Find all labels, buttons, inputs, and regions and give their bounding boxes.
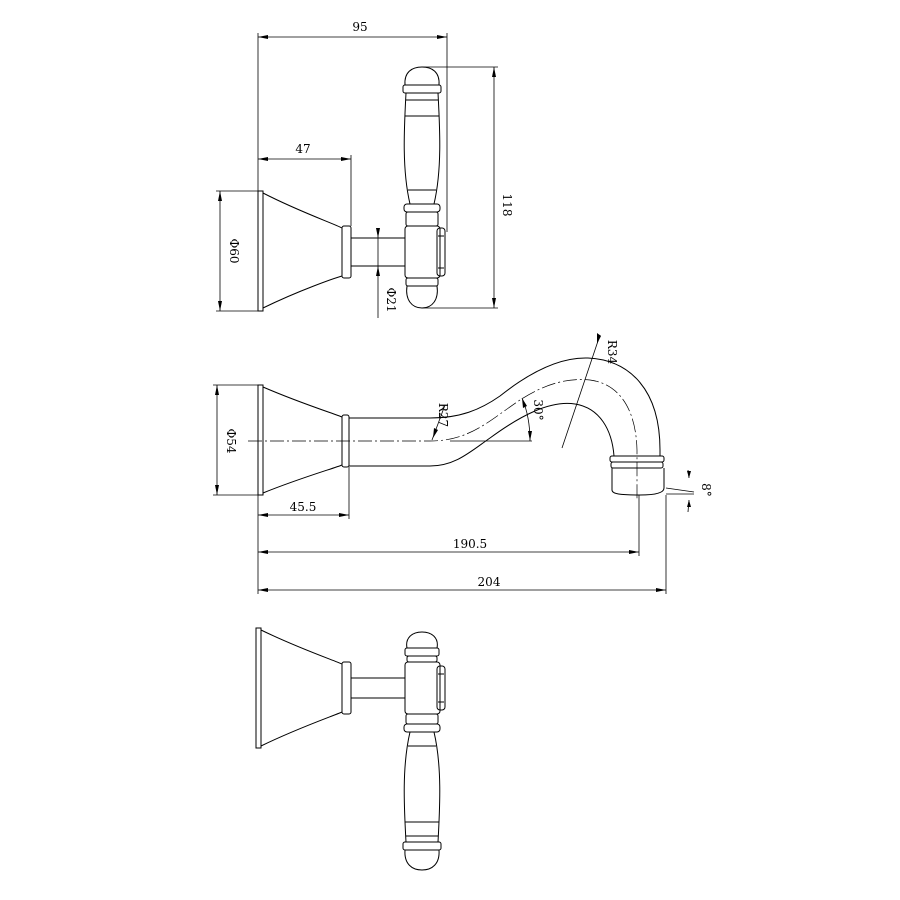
side-dim-radius-outer: R34 [561,333,619,449]
side-dim-reach: 190.5 [258,495,640,556]
side-wall-flange [257,384,350,496]
side-dim-flange-label: 45.5 [290,500,317,514]
top-valve-body [404,225,446,279]
side-view: R34 R27 30° 8° [213,333,713,594]
top-dim-width-label: 95 [352,20,367,34]
top-dim-flange: 47 [258,142,352,226]
top-dim-width: 95 [257,20,448,232]
top-lever-handle [402,66,442,309]
side-dim-flange: 45.5 [257,467,350,594]
top-dim-height: 118 [422,66,514,309]
bottom-stem [351,677,405,699]
side-dim-reach-label: 190.5 [453,537,487,551]
side-dim-overall-label: 204 [478,575,501,589]
side-dim-radius-inner: R27 [431,403,450,441]
side-dim-overall: 204 [258,495,667,594]
bottom-lever-handle [402,631,442,871]
bottom-valve-body [404,661,446,715]
side-dim-angle-bend: 30° [450,397,545,442]
top-dim-stem-diameter: Φ21 [374,228,404,318]
side-dim-angle-tip: 8° [665,469,713,513]
side-dim-angle-tip-label: 8° [699,483,713,497]
top-dim-flange-diameter-label: Φ60 [227,238,241,263]
bottom-wall-flange [255,627,352,749]
side-dim-flange-diameter: Φ54 [213,384,258,496]
top-wall-flange [257,190,352,312]
top-dim-stem-diameter-label: Φ21 [384,287,398,312]
side-center-line [248,379,638,500]
bottom-view [255,627,446,871]
top-dim-flange-diameter: Φ60 [216,190,258,312]
top-dim-flange-label: 47 [295,142,310,156]
side-dim-radius-outer-label: R34 [605,340,619,365]
side-dim-radius-inner-label: R27 [436,403,450,427]
side-dim-flange-diameter-label: Φ54 [224,428,238,453]
side-spout [349,357,665,496]
top-view: 95 47 118 Φ60 [216,20,514,318]
top-dim-height-label: 118 [500,194,514,217]
side-dim-angle-bend-label: 30° [531,399,545,420]
